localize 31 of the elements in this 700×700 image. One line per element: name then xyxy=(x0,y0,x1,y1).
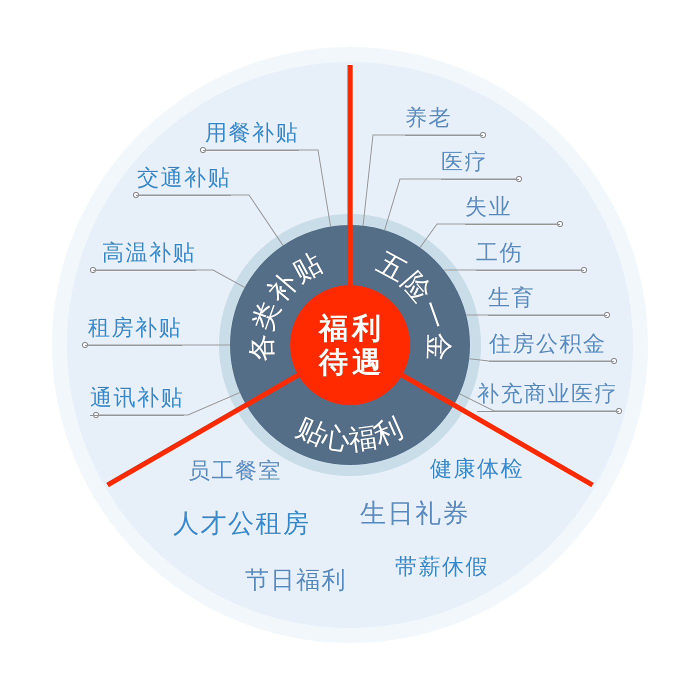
item-label: 生育 xyxy=(488,286,607,316)
segment-title: 贴心福利 xyxy=(292,410,408,457)
item-label: 带薪休假 xyxy=(395,554,489,582)
item-label: 员工餐室 xyxy=(188,458,282,486)
item-label: 工伤 xyxy=(476,240,584,270)
item-label: 失业 xyxy=(465,194,560,224)
leader-line xyxy=(82,342,230,348)
leader-line xyxy=(362,132,486,226)
item-label: 健康体检 xyxy=(430,456,524,484)
item-label: 租房补贴 xyxy=(85,316,182,346)
item-label: 人才公租房 xyxy=(173,509,310,541)
leader-line xyxy=(132,192,284,246)
item-label: 高温补贴 xyxy=(93,240,196,270)
leader-line xyxy=(420,220,564,248)
item-label: 养老 xyxy=(405,106,483,136)
leader-line xyxy=(384,176,522,231)
leader-line xyxy=(443,266,588,274)
item-label: 医疗 xyxy=(441,150,519,180)
leader-line xyxy=(92,392,240,418)
leader-line xyxy=(468,358,618,364)
leader-line xyxy=(90,266,246,288)
item-label: 生日礼券 xyxy=(360,499,470,531)
item-label: 节日福利 xyxy=(245,566,347,594)
leader-line xyxy=(200,146,332,228)
item-label: 住房公积金 xyxy=(489,332,614,362)
leader-line xyxy=(459,393,622,414)
item-label: 交通补贴 xyxy=(136,166,231,196)
item-label: 通讯补贴 xyxy=(90,386,184,416)
leader-line xyxy=(466,312,610,318)
item-label: 补充商业医疗 xyxy=(477,382,619,412)
item-label: 用餐补贴 xyxy=(203,120,299,150)
